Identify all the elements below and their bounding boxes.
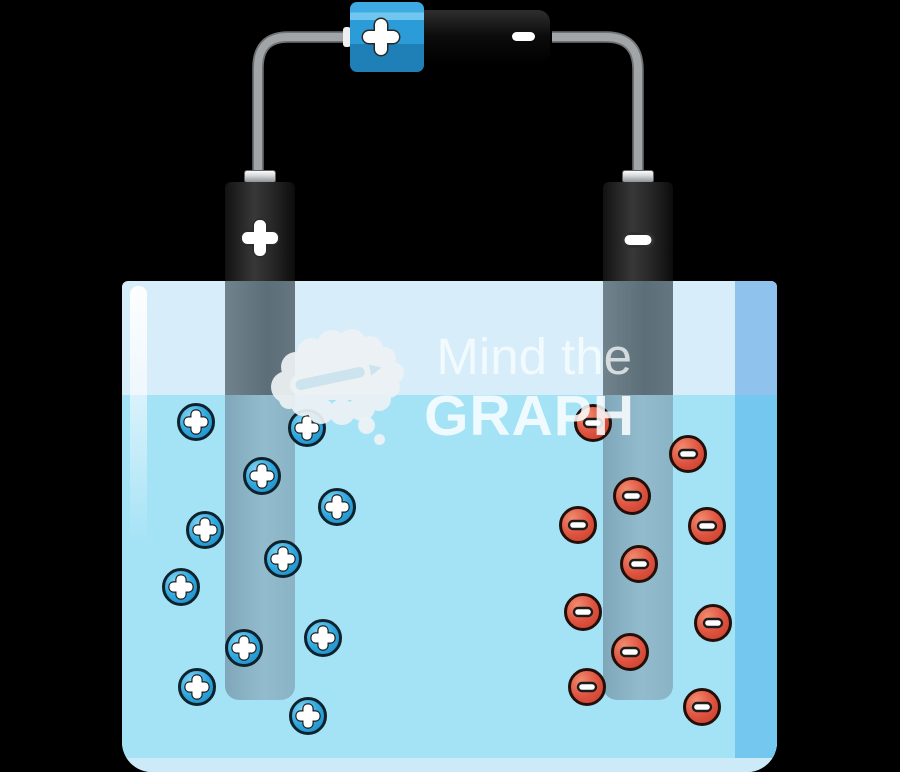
right-electrode-submerged-upper (603, 281, 673, 395)
plus-icon (168, 574, 194, 600)
negative-ion (694, 604, 732, 642)
negative-ion (568, 668, 606, 706)
battery-plus-icon (361, 17, 401, 57)
minus-icon (677, 448, 699, 460)
right-wire-outline (552, 31, 644, 177)
thought-bubble-large (358, 417, 375, 434)
positive-ion (304, 619, 342, 657)
positive-ion (178, 668, 216, 706)
left-wire (254, 33, 346, 177)
brain-logo-icon (271, 329, 404, 425)
anode-plus-icon (240, 218, 280, 258)
minus-icon (628, 558, 650, 570)
minus-icon (572, 606, 594, 618)
positive-ion (186, 511, 224, 549)
positive-ion (318, 488, 356, 526)
glass-side-strip-water (735, 395, 777, 772)
negative-ion (683, 688, 721, 726)
minus-icon (621, 490, 643, 502)
positive-ion (264, 540, 302, 578)
negative-ion (564, 593, 602, 631)
minus-icon (691, 701, 713, 713)
negative-ion (688, 507, 726, 545)
battery-positive-cap (350, 2, 424, 72)
minus-icon (567, 519, 589, 531)
plus-icon (184, 674, 210, 700)
beaker (122, 281, 777, 772)
beaker-bottom-rim (122, 758, 777, 772)
battery-left-terminal (343, 27, 351, 47)
ion-layer (122, 281, 777, 772)
plus-icon (249, 463, 275, 489)
minus-icon (582, 417, 604, 429)
negative-ion (559, 506, 597, 544)
positive-ion (177, 403, 215, 441)
negative-ion (611, 633, 649, 671)
right-electrode-cathode (603, 182, 673, 282)
left-electrode-anode (225, 182, 295, 282)
thought-bubble-small (374, 434, 385, 445)
minus-icon (619, 646, 641, 658)
positive-ion (288, 409, 326, 447)
negative-ion (613, 477, 651, 515)
positive-ion (162, 568, 200, 606)
plus-icon (183, 409, 209, 435)
watermark-line2: GRAPH (424, 384, 635, 448)
plus-icon (294, 415, 320, 441)
minus-icon (696, 520, 718, 532)
left-wire-outline (252, 31, 346, 177)
positive-ion (243, 457, 281, 495)
positive-ion (225, 629, 263, 667)
plus-icon (324, 494, 350, 520)
plus-icon (310, 625, 336, 651)
watermark-line1: Mind the (436, 328, 632, 385)
plus-icon (231, 635, 257, 661)
plus-icon (295, 703, 321, 729)
minus-icon (702, 617, 724, 629)
minus-icon (576, 681, 598, 693)
negative-ion (574, 404, 612, 442)
cathode-minus-icon (621, 232, 655, 248)
plus-icon (192, 517, 218, 543)
right-wire (552, 33, 642, 177)
battery-minus-icon (512, 32, 535, 41)
negative-ion (669, 435, 707, 473)
plus-icon (270, 546, 296, 572)
glass-highlight (130, 286, 147, 546)
positive-ion (289, 697, 327, 735)
negative-ion (620, 545, 658, 583)
